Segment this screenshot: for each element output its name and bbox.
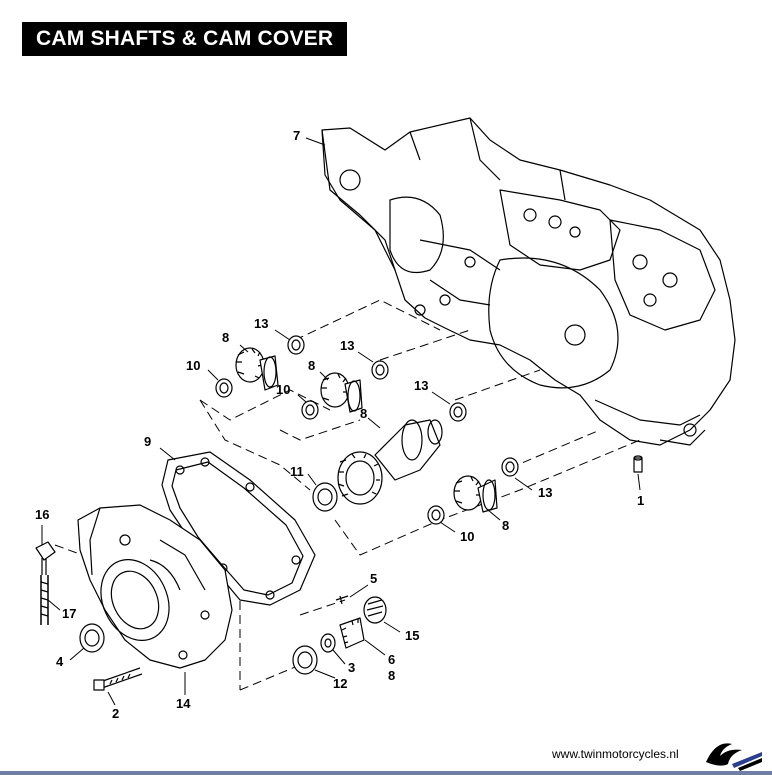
callout-labels: 7 13 8 10 13 8 10 13 8 9 11 1 13 8 10 16… (35, 128, 644, 721)
callout-11: 11 (290, 464, 304, 479)
cover-screw-part (93, 667, 143, 691)
callout-10: 10 (276, 382, 290, 397)
callout-9: 9 (144, 434, 151, 449)
callout-5: 5 (370, 571, 377, 586)
callout-8: 8 (308, 358, 315, 373)
callout-3: 3 (348, 660, 355, 675)
cam-gear-upper-middle (301, 360, 389, 420)
callout-2: 2 (112, 706, 119, 721)
callout-13: 13 (254, 316, 268, 331)
cam-gear-upper-left (215, 335, 305, 398)
footer-bar (0, 771, 772, 775)
callout-6: 6 (388, 652, 395, 667)
callout-8: 8 (360, 406, 367, 421)
callout-17: 17 (62, 606, 76, 621)
winged-logo-icon (706, 743, 762, 771)
cam-gear-lower-right (427, 457, 519, 525)
callout-16: 16 (35, 507, 49, 522)
callout-7: 7 (293, 128, 300, 143)
alignment-lines (54, 299, 641, 691)
callout-8: 8 (222, 330, 229, 345)
leader-lines (41, 137, 641, 706)
cam-gear-large (312, 402, 467, 512)
callout-4: 4 (56, 654, 64, 669)
sensor-part (35, 541, 56, 625)
website-link[interactable]: www.twinmotorcycles.nl (552, 747, 679, 761)
callout-10: 10 (460, 529, 474, 544)
callout-1: 1 (637, 493, 644, 508)
page-title: CAM SHAFTS & CAM COVER (22, 22, 348, 56)
callout-13: 13 (340, 338, 354, 353)
callout-12: 12 (333, 676, 347, 691)
cam-cover-part (77, 504, 233, 669)
crankcase-part (321, 117, 736, 446)
callout-8: 8 (388, 668, 395, 683)
callout-15: 15 (405, 628, 419, 643)
callout-14: 14 (176, 696, 191, 711)
dowel-pin-part (633, 455, 643, 473)
callout-13: 13 (538, 485, 552, 500)
cam-cover-gasket-part (161, 451, 316, 606)
callout-8: 8 (502, 518, 509, 533)
callout-13: 13 (414, 378, 428, 393)
oil-seal-part (79, 623, 105, 653)
pinion-parts (292, 595, 387, 675)
callout-10: 10 (186, 358, 200, 373)
